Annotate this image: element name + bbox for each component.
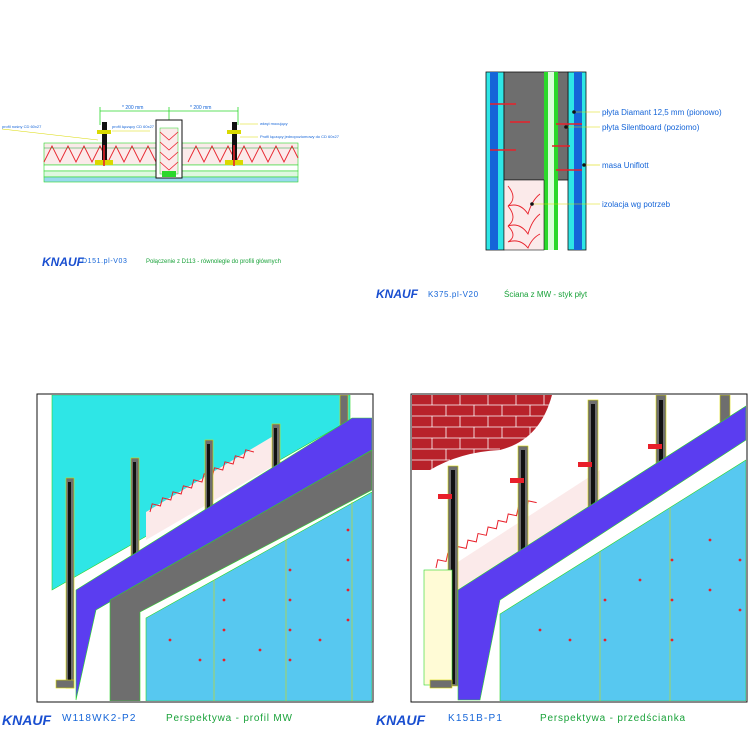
- caption-top-left: KNAUF D151.pl-V03 Połączenie z D113 - ró…: [42, 255, 281, 269]
- drawing-title: Perspektywa - przedścianka: [540, 713, 686, 724]
- label-connecting-profile: profil łączący CD 60x27: [112, 124, 155, 129]
- drawing-code: D151.pl-V03: [82, 258, 128, 265]
- drawing-code: K151B-P1: [448, 713, 503, 724]
- dim-right: * 200 mm: [190, 105, 211, 111]
- caption-bottom-left: KNAUF W118WK2-P2 Perspektywa - profil MW: [2, 712, 293, 728]
- label-diamant-board: płyta Diamant 12,5 mm (pionowo): [602, 108, 722, 117]
- caption-bottom-right: KNAUF K151B-P1 Perspektywa - przedściank…: [376, 712, 686, 728]
- drawing-title: Ściana z MW - styk płyt: [504, 290, 588, 299]
- knauf-logo: KNAUF: [376, 287, 419, 301]
- label-uniflott: masa Uniflott: [602, 161, 649, 170]
- perspective-lining-wall: [410, 393, 748, 703]
- wall-joint-section: płyta Diamant 12,5 mm (pionowo) płyta Si…: [485, 71, 722, 251]
- perspective-mw-profile: [36, 393, 374, 703]
- drawing-title: Perspektywa - profil MW: [166, 713, 293, 724]
- label-screw: wkręt mocujący: [260, 121, 288, 126]
- knauf-logo: KNAUF: [376, 712, 425, 728]
- label-silentboard: płyta Silentboard (poziomo): [602, 123, 700, 132]
- label-single-level-connector: Profil łączący jednopoziomowy do CD 60x2…: [260, 134, 340, 139]
- caption-top-right: KNAUF K375.pl-V20 Ściana z MW - styk pły…: [376, 287, 588, 301]
- drawing-title: Połączenie z D113 - równolegle do profil…: [146, 259, 281, 265]
- insulation-pattern: [43, 144, 299, 164]
- knauf-logo: KNAUF: [42, 255, 85, 269]
- ceiling-section-detail: * 200 mm * 200 mm: [1, 105, 340, 183]
- dim-left: * 200 mm: [122, 105, 143, 111]
- drawing-code: W118WK2-P2: [62, 713, 137, 724]
- label-insulation: izolacja wg potrzeb: [602, 200, 671, 209]
- knauf-logo: KNAUF: [2, 712, 51, 728]
- label-main-profile: profil nośny CD 60x27: [2, 124, 42, 129]
- drawing-code: K375.pl-V20: [428, 290, 479, 299]
